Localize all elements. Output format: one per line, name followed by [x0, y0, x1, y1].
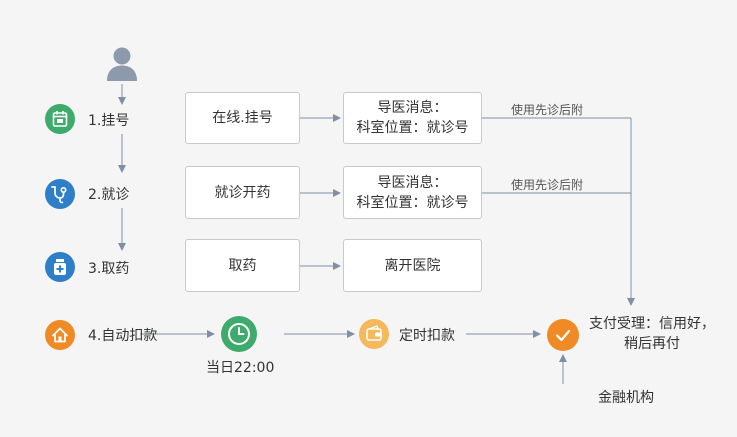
online-register-box: 在线.挂号 [185, 92, 300, 144]
online-register-text: 在线.挂号 [212, 110, 273, 126]
medicine-icon [45, 252, 75, 282]
guide-message-2-line1: 导医消息： [377, 174, 448, 191]
leave-hospital-box: 离开医院 [343, 239, 482, 292]
guide-message-2-line2: 科室位置：就诊号 [356, 194, 469, 211]
step-1-label: 1.挂号 [88, 113, 130, 129]
step-3-label: 3.取药 [88, 261, 130, 277]
leave-hospital-text: 离开医院 [384, 257, 441, 274]
wallet-icon [359, 319, 389, 349]
payment-accept-line1: 支付受理：信用好， [589, 316, 715, 332]
clock-time-label: 当日22:00 [206, 360, 275, 376]
guide-message-1-line1: 导医消息： [377, 100, 448, 116]
guide-message-1-line2: 科室位置：就诊号 [356, 120, 469, 136]
guide-message-box-2: 导医消息： 科室位置：就诊号 [343, 166, 482, 219]
pay-later-note-1: 使用先诊后附 [511, 103, 584, 117]
calendar-icon [45, 104, 75, 134]
payment-accept-line2: 稍后再付 [624, 336, 680, 352]
clock-icon [221, 316, 257, 352]
scheduled-deduction-label: 定时扣款 [399, 328, 455, 344]
stethoscope-icon [45, 179, 75, 209]
pick-medicine-box: 取药 [185, 239, 300, 292]
check-icon [547, 319, 579, 351]
step-2-label: 2.就诊 [88, 187, 130, 203]
pick-medicine-text: 取药 [228, 257, 257, 274]
user-icon [106, 46, 138, 82]
home-icon [45, 320, 75, 350]
consult-prescribe-text: 就诊开药 [214, 184, 271, 201]
consult-prescribe-box: 就诊开药 [185, 166, 300, 219]
pay-later-note-2: 使用先诊后附 [511, 178, 584, 192]
step-4-label: 4.自动扣款 [88, 328, 158, 344]
financial-institution-label: 金融机构 [598, 390, 654, 406]
guide-message-box-1: 导医消息： 科室位置：就诊号 [343, 92, 482, 144]
payment-accept-label: 支付受理：信用好， 稍后再付 [589, 314, 715, 354]
